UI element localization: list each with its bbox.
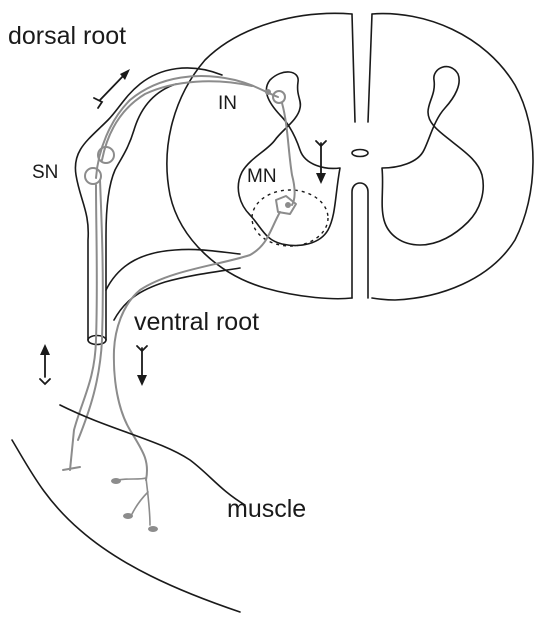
motor-synapse (285, 202, 291, 208)
motor-branches (118, 478, 150, 525)
motor-axon (114, 212, 280, 480)
synapse-dot (265, 89, 271, 95)
gray-matter-right (382, 67, 483, 245)
dorsal-root-label: dorsal root (8, 22, 126, 50)
muscle-outline-lower (12, 440, 240, 612)
muscle-label: muscle (227, 495, 306, 523)
motor-neuron-label: MN (247, 166, 277, 187)
sensory-direction-arrow (40, 344, 50, 384)
endplate-3 (148, 526, 158, 532)
interneuron-label: IN (218, 93, 237, 114)
cord-arrow (316, 141, 326, 184)
sensory-ending (63, 467, 80, 470)
sensory-peripheral-2 (78, 180, 103, 440)
endplate-2 (123, 513, 133, 519)
central-canal (352, 150, 368, 157)
dorsal-root-arrow (94, 69, 130, 108)
ventral-median-fissure (352, 183, 368, 298)
endplate-1 (111, 478, 121, 484)
ventral-root-label: ventral root (134, 308, 259, 336)
sensory-soma-2 (85, 168, 101, 184)
spinal-cord-outline (167, 13, 533, 300)
muscle-outline (60, 405, 245, 505)
ventral-root-arrow (137, 346, 147, 386)
sensory-neuron-label: SN (32, 162, 58, 183)
dorsal-median-sulcus (352, 14, 372, 122)
